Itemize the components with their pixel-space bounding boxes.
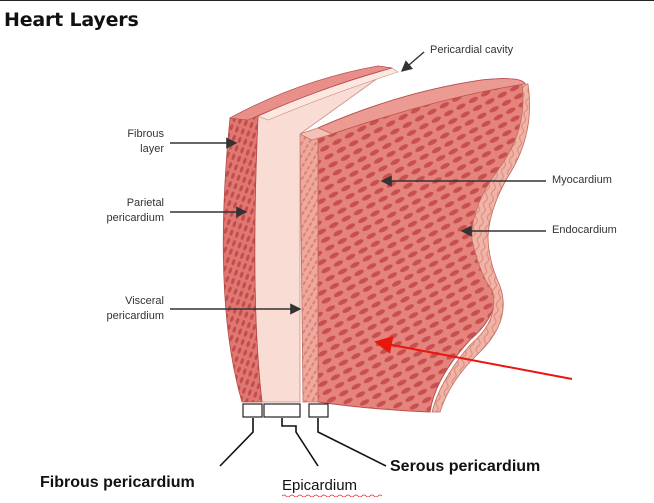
bottom-brackets [242,403,329,418]
page-title: Heart Layers [4,9,139,31]
label-pericardial-cavity: Pericardial cavity [430,44,514,56]
label-fibrous-pericardium: Fibrous pericardium [40,474,195,491]
myocardium-block [316,78,530,413]
label-endocardium: Endocardium [552,224,617,236]
label-myocardium: Myocardium [552,174,612,186]
fibrous-layer [222,65,393,403]
label-serous-pericardium: Serous pericardium [390,458,541,475]
annotation-arrows [170,51,546,315]
label-fibrous-layer: Fibrous layer [127,128,164,155]
label-epicardium: Epicardium [282,477,382,497]
spellcheck-underline [282,494,382,497]
top-border-line [0,0,654,1]
bracket-leader-lines [219,418,387,467]
visceral-layer [299,127,333,403]
label-visceral-pericardium: Visceral pericardium [106,295,164,322]
label-parietal-pericardium: Parietal pericardium [106,197,164,224]
red-highlight-arrow [374,336,573,380]
